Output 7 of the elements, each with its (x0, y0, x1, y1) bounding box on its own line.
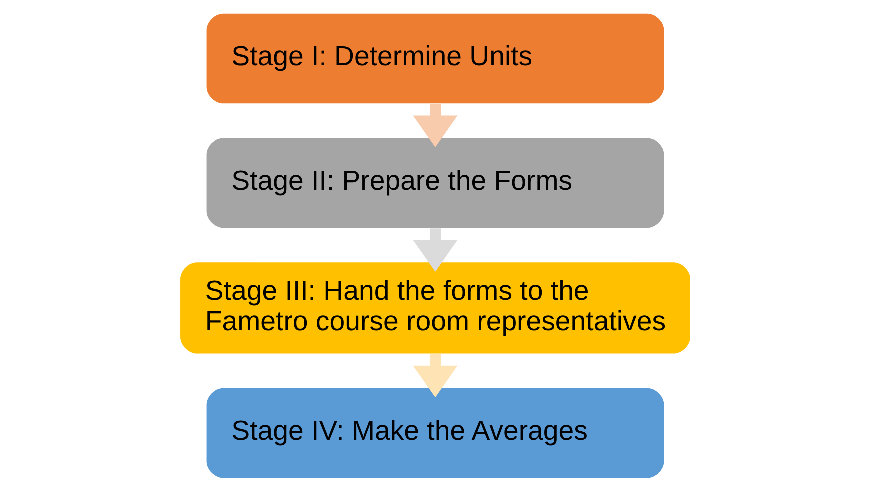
node-box: Stage IV: Make the Averages (206, 388, 664, 478)
node-box: Stage III: Hand the forms to the Fametro course room representatives (180, 262, 690, 354)
node-box: Stage I: Determine Units (206, 14, 664, 104)
node-box: Stage II: Prepare the Forms (206, 138, 664, 228)
arrow (413, 104, 458, 148)
arrow (413, 228, 458, 272)
arrow (413, 354, 458, 398)
